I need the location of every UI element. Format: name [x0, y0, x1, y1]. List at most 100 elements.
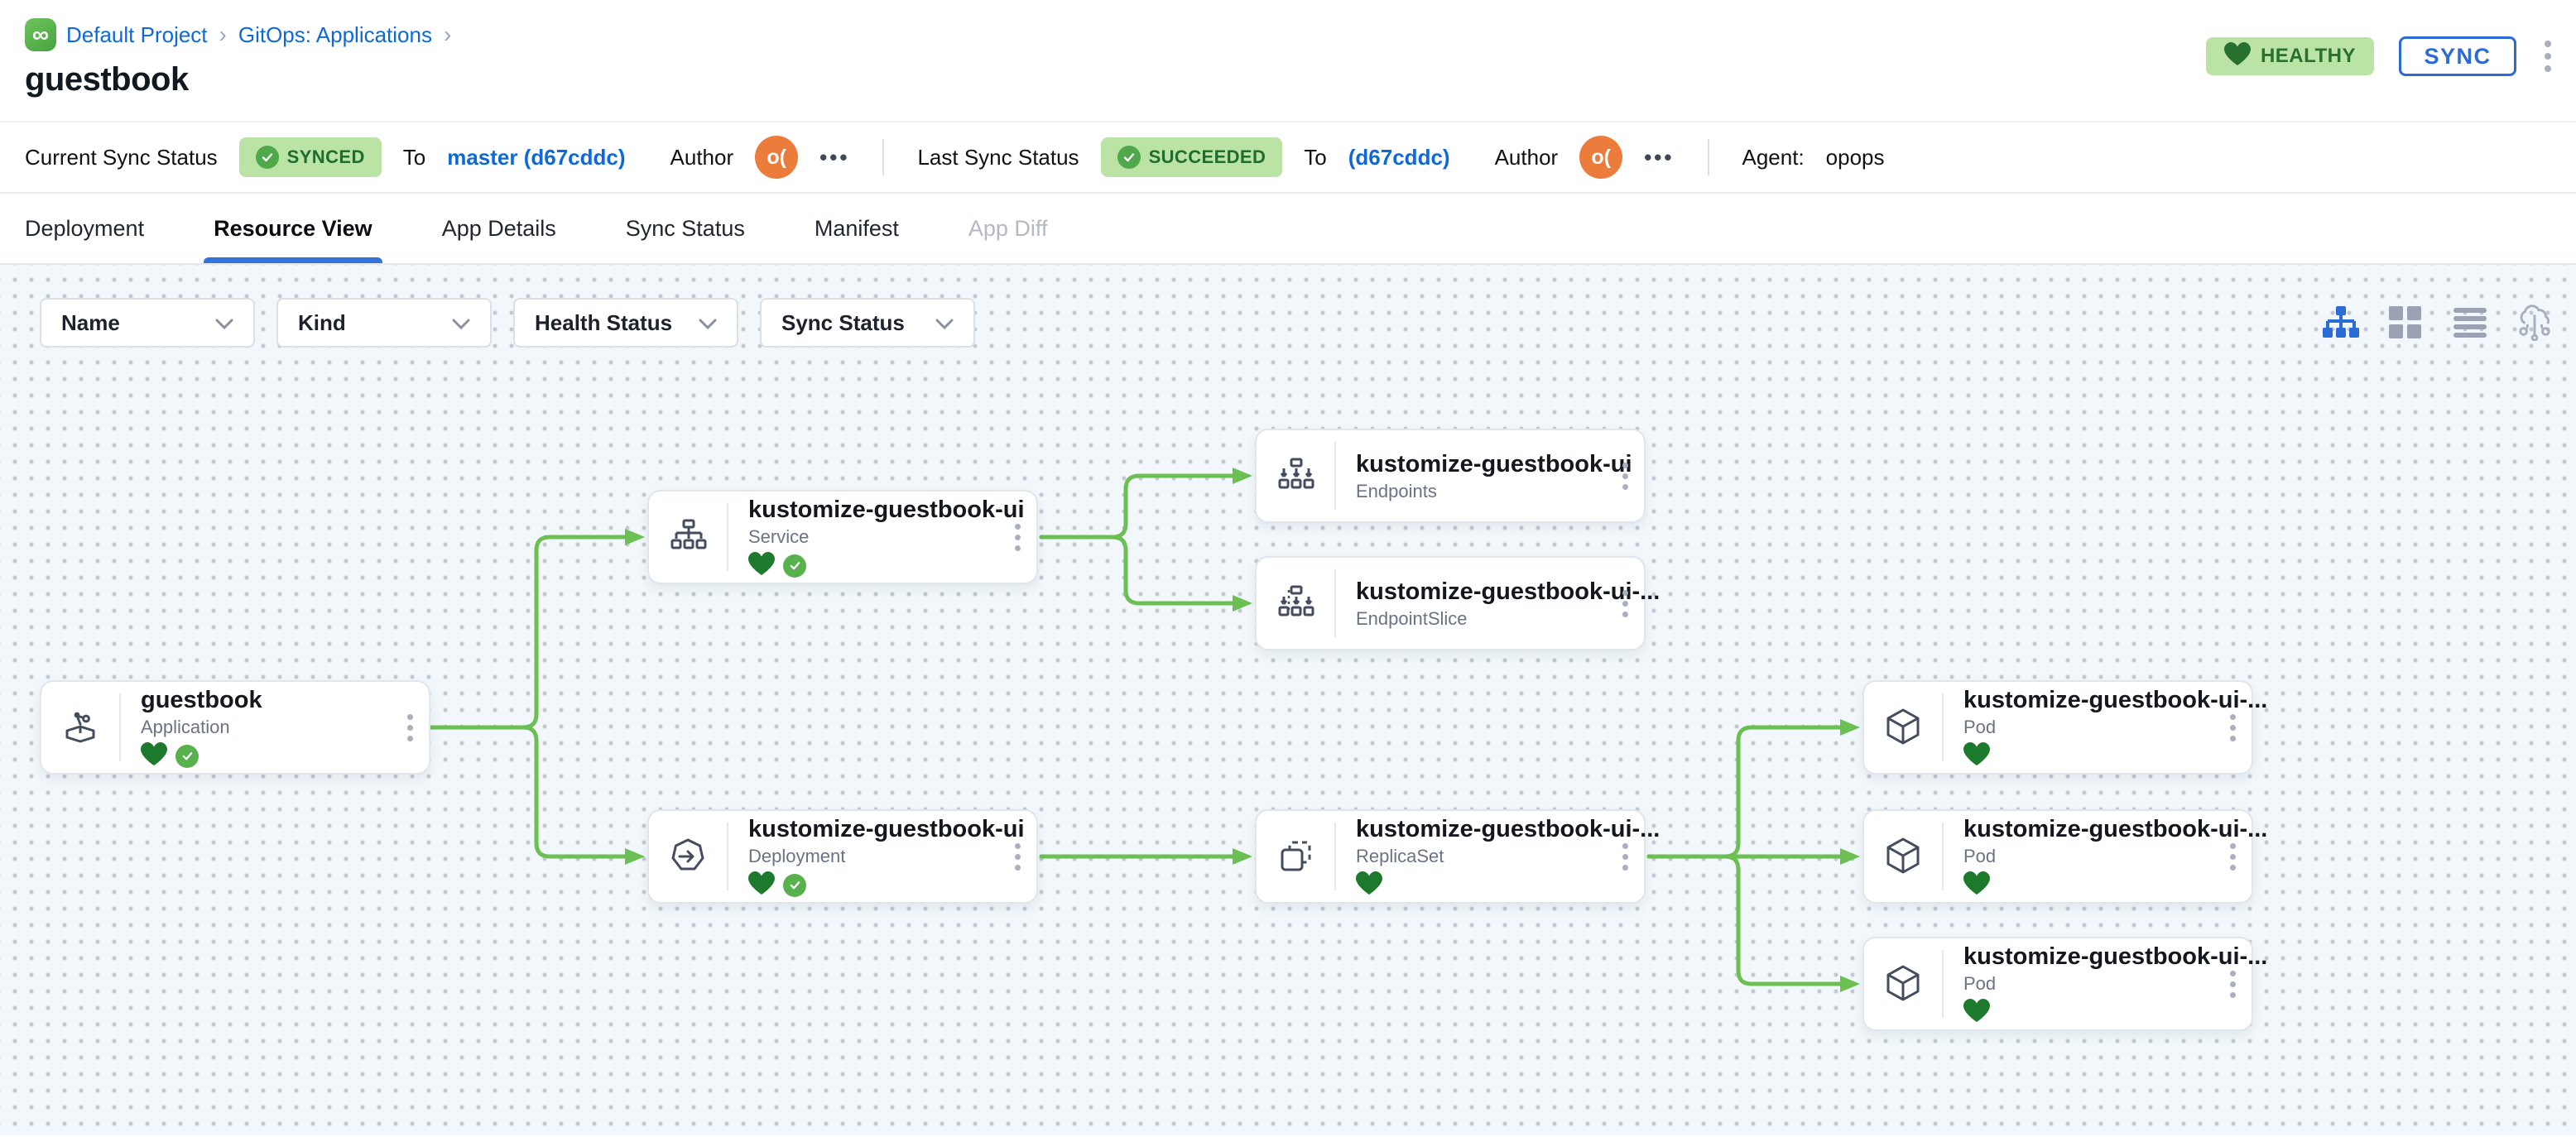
- node-service[interactable]: kustomize-guestbook-ui Service: [647, 490, 1038, 584]
- healthy-heart-icon: [1356, 871, 1382, 900]
- health-badge-label: HEALTHY: [2260, 45, 2356, 67]
- node-kind: EndpointSlice: [1356, 607, 1468, 629]
- author-avatar: o(: [1579, 136, 1623, 179]
- synced-check-icon: [175, 744, 199, 768]
- node-title: kustomize-guestbook-ui: [748, 496, 1025, 523]
- list-view-icon[interactable]: [2452, 305, 2488, 341]
- node-kind: Endpoints: [1356, 480, 1437, 501]
- node-title: kustomize-guestbook-ui: [1356, 450, 1632, 477]
- node-kebab-menu-icon[interactable]: [1606, 811, 1644, 902]
- tab-manifest[interactable]: Manifest: [814, 215, 899, 241]
- tab-app-diff: App Diff: [968, 215, 1048, 241]
- cloud-view-icon[interactable]: [2516, 305, 2553, 341]
- node-title: kustomize-guestbook-ui-...: [1963, 943, 2268, 970]
- node-endpointslice[interactable]: kustomize-guestbook-ui-... EndpointSlice: [1255, 556, 1660, 650]
- node-kebab-menu-icon[interactable]: [391, 682, 429, 773]
- divider: [1707, 139, 1709, 175]
- service-icon: [649, 492, 727, 583]
- sync-button[interactable]: SYNC: [2399, 36, 2516, 76]
- endpoints-icon: [1257, 430, 1334, 521]
- filter-health-status-dropdown[interactable]: Health Status: [513, 298, 738, 348]
- synced-check-icon: [783, 554, 806, 578]
- node-kebab-menu-icon[interactable]: [2213, 938, 2252, 1029]
- node-kebab-menu-icon[interactable]: [2213, 811, 2252, 902]
- node-replicaset[interactable]: kustomize-guestbook-ui-... ReplicaSet: [1255, 809, 1660, 904]
- node-kind: Pod: [1963, 716, 1997, 737]
- healthy-heart-icon: [141, 741, 167, 770]
- chevron-down-icon: [452, 310, 470, 336]
- node-kebab-menu-icon[interactable]: [998, 492, 1036, 583]
- heart-icon: [2223, 41, 2251, 72]
- breadcrumb-gitops-link[interactable]: GitOps: Applications: [238, 22, 432, 47]
- divider: [882, 139, 885, 175]
- author-label: Author: [1494, 144, 1559, 170]
- page-title: guestbook: [25, 61, 189, 98]
- healthy-heart-icon: [1963, 998, 1990, 1027]
- node-deployment[interactable]: kustomize-guestbook-ui Deployment: [647, 809, 1038, 904]
- node-pod-2[interactable]: kustomize-guestbook-ui-... Pod: [1862, 809, 2268, 904]
- node-pod-3[interactable]: kustomize-guestbook-ui-... Pod: [1862, 937, 2268, 1031]
- healthy-heart-icon: [1963, 871, 1990, 900]
- node-kind: ReplicaSet: [1356, 845, 1444, 866]
- author-label: Author: [670, 144, 734, 170]
- project-logo-icon: ∞: [25, 18, 56, 51]
- deployment-icon: [649, 811, 727, 902]
- tab-bar: Deployment Resource View App Details Syn…: [0, 194, 2576, 265]
- health-status-badge: HEALTHY: [2205, 37, 2374, 75]
- replicaset-icon: [1257, 811, 1334, 902]
- node-title: guestbook: [141, 686, 262, 713]
- pod-icon: [1864, 938, 1942, 1029]
- current-sync-label: Current Sync Status: [25, 144, 218, 170]
- synced-badge: SYNCED: [238, 137, 382, 177]
- node-title: kustomize-guestbook-ui-...: [1963, 686, 2268, 713]
- filter-label: Name: [61, 309, 120, 335]
- connector-lines: [428, 468, 1860, 992]
- node-kebab-menu-icon[interactable]: [2213, 682, 2252, 773]
- node-kind: Pod: [1963, 845, 1997, 866]
- node-kebab-menu-icon[interactable]: [998, 811, 1036, 902]
- filter-label: Health Status: [535, 309, 673, 335]
- current-revision-link[interactable]: master (d67cddc): [447, 144, 626, 170]
- succeeded-badge-label: SUCCEEDED: [1148, 146, 1266, 167]
- node-kebab-menu-icon[interactable]: [1606, 430, 1644, 521]
- commit-more-button[interactable]: •••: [1644, 144, 1675, 170]
- grid-view-icon[interactable]: [2387, 305, 2424, 341]
- tab-app-details[interactable]: App Details: [441, 215, 556, 241]
- node-title: kustomize-guestbook-ui-...: [1356, 578, 1660, 605]
- node-title: kustomize-guestbook-ui-...: [1356, 815, 1660, 842]
- node-guestbook-application[interactable]: guestbook Application: [40, 680, 430, 775]
- breadcrumb: ∞ Default Project › GitOps: Applications…: [25, 18, 2551, 51]
- node-kind: Pod: [1963, 972, 1997, 994]
- healthy-heart-icon: [748, 551, 775, 580]
- node-pod-1[interactable]: kustomize-guestbook-ui-... Pod: [1862, 680, 2268, 775]
- node-kebab-menu-icon[interactable]: [1606, 558, 1644, 649]
- healthy-heart-icon: [748, 871, 775, 900]
- node-title: kustomize-guestbook-ui: [748, 815, 1025, 842]
- tree-view-icon[interactable]: [2323, 305, 2359, 341]
- filter-sync-status-dropdown[interactable]: Sync Status: [760, 298, 975, 348]
- to-label: To: [402, 144, 426, 170]
- node-title: kustomize-guestbook-ui-...: [1963, 815, 2268, 842]
- commit-more-button[interactable]: •••: [819, 144, 850, 170]
- last-revision-link[interactable]: (d67cddc): [1348, 144, 1450, 170]
- resource-tree-canvas: Name Kind Health Status Sync Status: [0, 265, 2576, 1135]
- node-kind: Deployment: [748, 845, 846, 866]
- filter-label: Sync Status: [781, 309, 905, 335]
- node-kind: Service: [748, 525, 810, 547]
- chevron-right-icon: ›: [219, 22, 227, 47]
- header-actions: HEALTHY SYNC: [2205, 36, 2554, 76]
- filter-name-dropdown[interactable]: Name: [40, 298, 255, 348]
- chevron-down-icon: [935, 310, 954, 336]
- pod-icon: [1864, 811, 1942, 902]
- header-kebab-menu-icon[interactable]: [2541, 37, 2554, 75]
- breadcrumb-project-link[interactable]: Default Project: [66, 22, 208, 47]
- check-circle-icon: [255, 146, 279, 169]
- chevron-right-icon: ›: [443, 22, 452, 47]
- node-endpoints[interactable]: kustomize-guestbook-ui Endpoints: [1255, 429, 1646, 523]
- tab-sync-status[interactable]: Sync Status: [625, 215, 745, 241]
- tab-deployment[interactable]: Deployment: [25, 215, 145, 241]
- tab-resource-view[interactable]: Resource View: [204, 194, 382, 263]
- filter-kind-dropdown[interactable]: Kind: [276, 298, 492, 348]
- synced-check-icon: [783, 873, 806, 897]
- node-kind: Application: [141, 716, 230, 737]
